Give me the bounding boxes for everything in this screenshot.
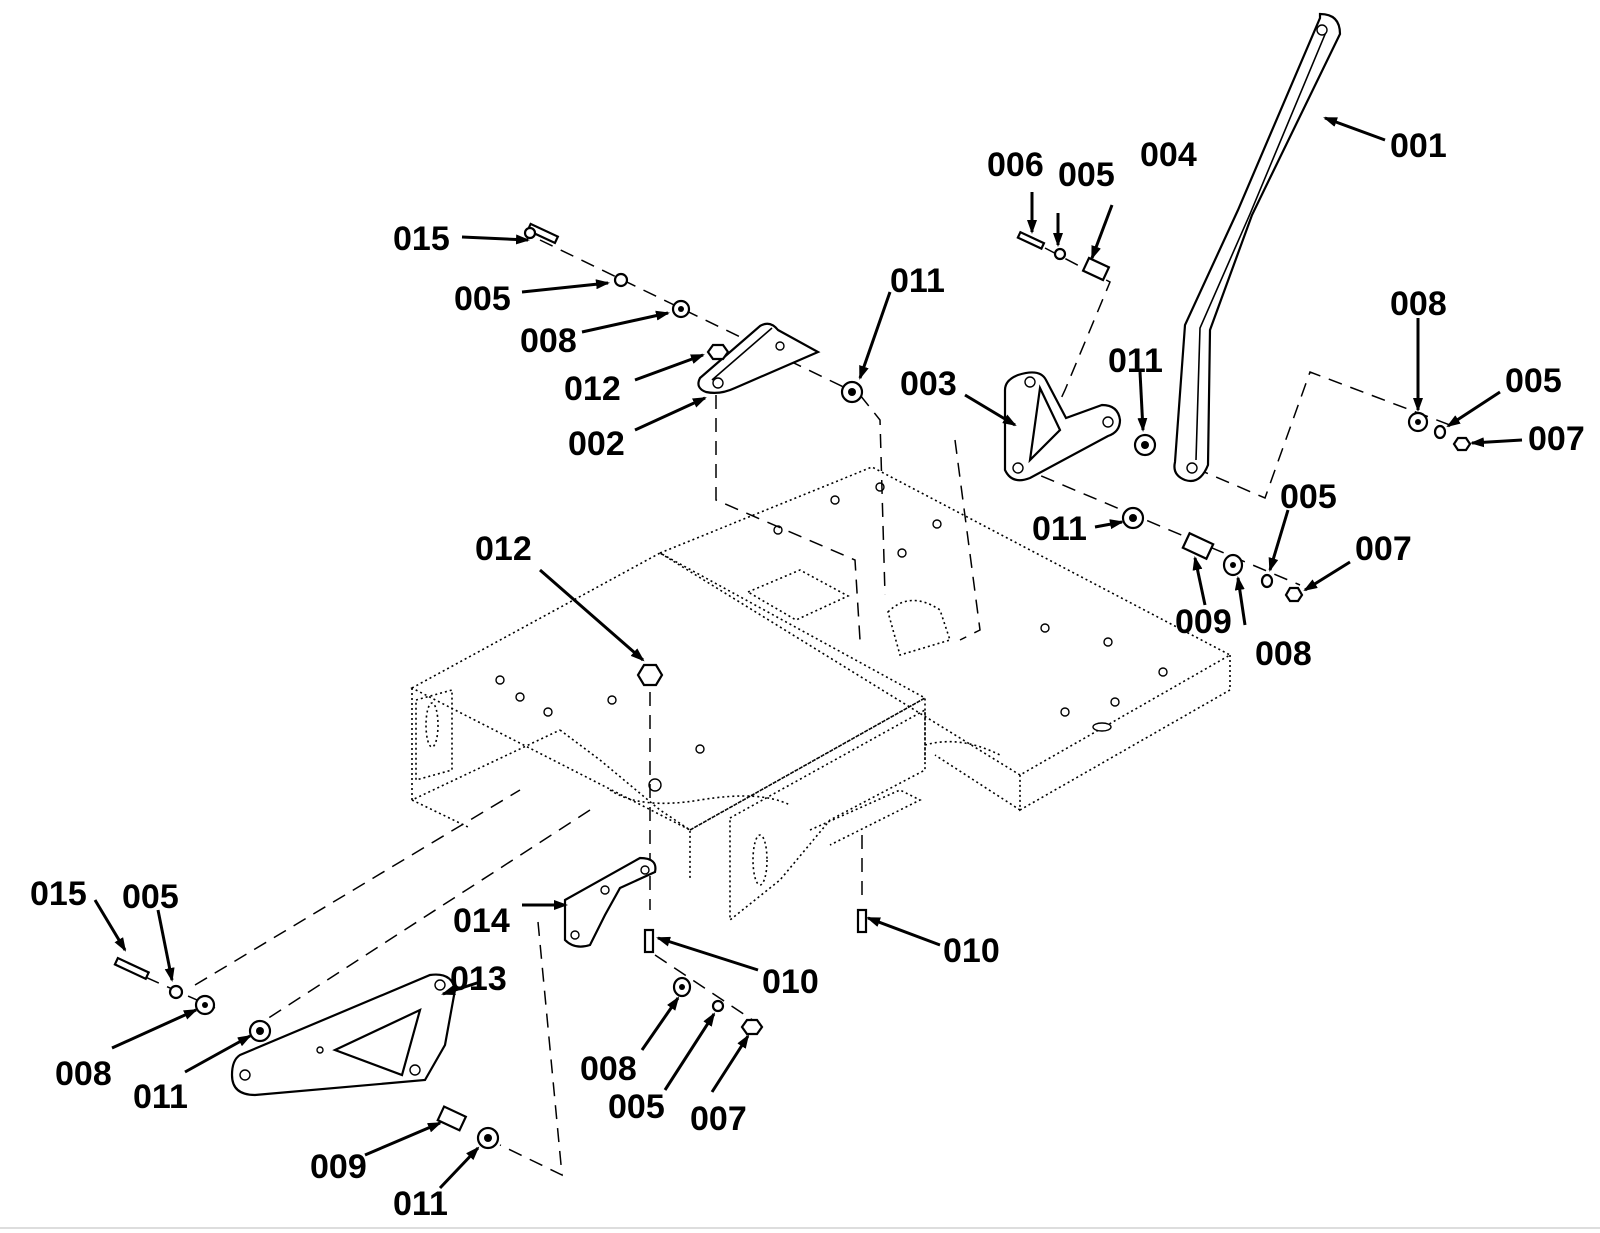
bolt-015-top <box>523 222 560 245</box>
lever-arm-001 <box>1173 12 1342 483</box>
callout-014: 014 <box>453 902 510 940</box>
callout-011-bottom-left: 011 <box>133 1078 188 1116</box>
callout-005-bottom: 005 <box>608 1088 665 1126</box>
callout-008-left-top: 008 <box>520 322 577 360</box>
callout-007-lower-right: 007 <box>1355 530 1412 568</box>
callout-007-right: 007 <box>1528 420 1585 458</box>
frame-chassis <box>410 466 1232 922</box>
callout-005-left-top: 005 <box>454 280 511 318</box>
callout-008-right: 008 <box>1390 285 1447 323</box>
callout-008-bottom: 008 <box>580 1050 637 1088</box>
callout-011-mid: 011 <box>1108 342 1163 380</box>
v-plate-003 <box>1003 371 1122 482</box>
leader-arrows <box>93 116 1523 1190</box>
callout-009-bottom: 009 <box>310 1148 367 1186</box>
callout-009-mid: 009 <box>1175 603 1232 641</box>
callout-001: 001 <box>1390 127 1447 165</box>
callout-002: 002 <box>568 425 625 463</box>
callout-003: 003 <box>900 365 957 403</box>
callout-labels: 001 002 003 004 005 006 015 005 008 012 … <box>30 127 1585 1223</box>
callout-007-bottom: 007 <box>690 1100 747 1138</box>
callout-012-top: 012 <box>564 370 621 408</box>
callout-013: 013 <box>450 960 507 998</box>
frame-holes <box>495 482 1168 792</box>
callout-015-top: 015 <box>393 220 450 258</box>
callout-011-bottom: 011 <box>393 1185 448 1223</box>
assembly-lines <box>124 239 1451 1177</box>
triangle-plate-013 <box>230 973 457 1097</box>
callout-006: 006 <box>987 146 1044 184</box>
callout-011-lower-mid: 011 <box>1032 510 1087 548</box>
gusset-bracket-002 <box>697 322 821 394</box>
bracket-014 <box>563 856 657 948</box>
hardware <box>113 222 1472 1150</box>
callout-008-mid: 008 <box>1255 635 1312 673</box>
callout-005-top: 005 <box>1058 156 1115 194</box>
callout-005-lower-right: 005 <box>1280 478 1337 516</box>
callout-004: 004 <box>1140 136 1197 174</box>
callout-008-bottom-left: 008 <box>55 1055 112 1093</box>
callout-015-bottom: 015 <box>30 875 87 913</box>
callout-011-top: 011 <box>890 262 945 300</box>
callout-010-center: 010 <box>762 963 819 1001</box>
callout-012-center: 012 <box>475 530 532 568</box>
callout-005-bottom-left: 005 <box>122 878 179 916</box>
callout-010-right: 010 <box>943 932 1000 970</box>
callout-005-right: 005 <box>1505 362 1562 400</box>
